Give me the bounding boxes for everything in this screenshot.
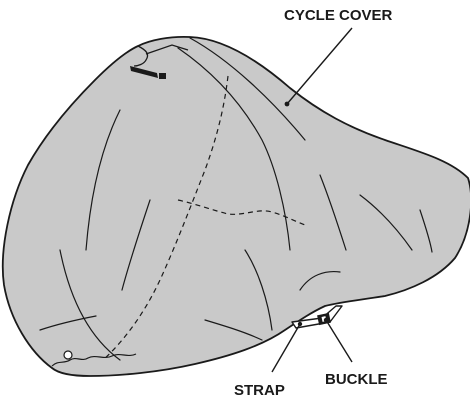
strap-leader-dot — [298, 322, 302, 326]
cycle-cover-leader-dot — [285, 102, 290, 107]
cycle-cover-body — [3, 37, 470, 376]
strap-label: STRAP — [234, 382, 285, 399]
buckle-label: BUCKLE — [325, 371, 388, 388]
cycle-cover-label: CYCLE COVER — [284, 7, 393, 24]
buckle-leader-dot — [324, 318, 328, 322]
buckle-leader-line — [326, 320, 352, 362]
cover-grommet — [64, 351, 72, 359]
cycle-cover-leader-line — [287, 28, 352, 104]
